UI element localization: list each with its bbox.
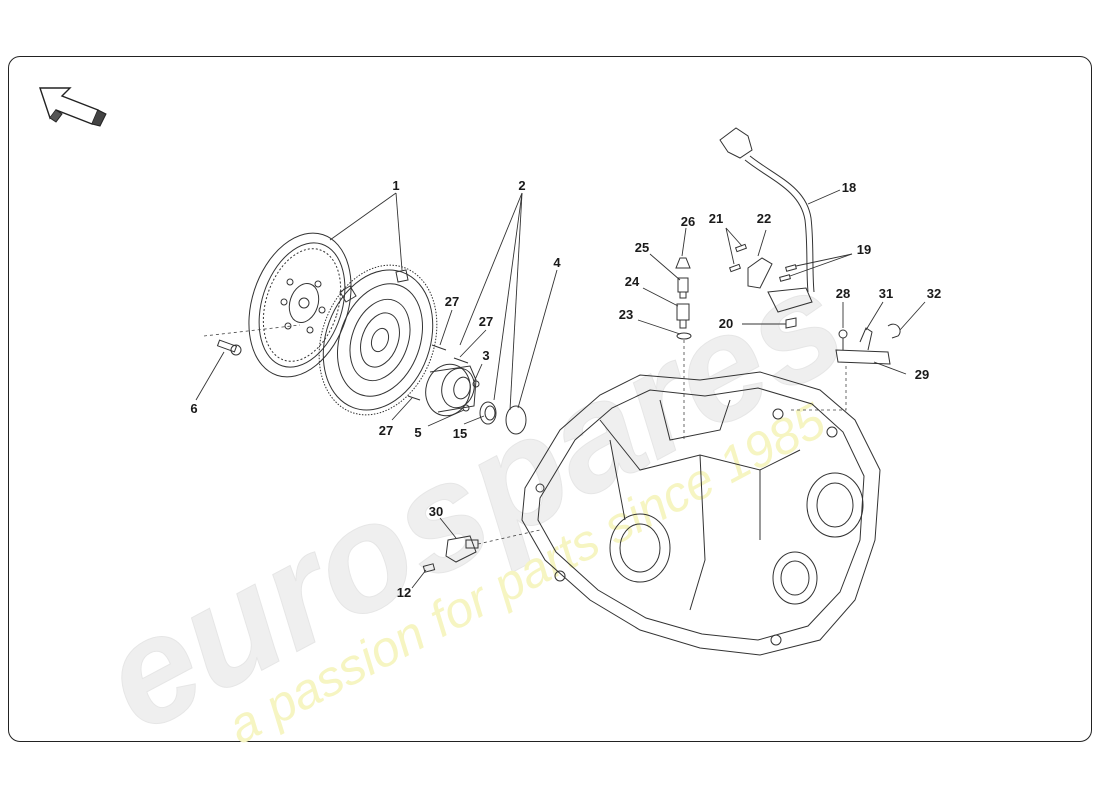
callout-28: 28 (836, 286, 850, 301)
callout-21: 21 (709, 211, 723, 226)
seal-15 (479, 401, 497, 425)
callout-20: 20 (719, 316, 733, 331)
callout-32: 32 (927, 286, 941, 301)
o-ring-4 (505, 405, 527, 435)
callout-26: 26 (681, 214, 695, 229)
callout-22: 22 (757, 211, 771, 226)
release-bearing (425, 363, 477, 417)
callout-18: 18 (842, 180, 856, 195)
callout-2: 2 (518, 178, 525, 193)
speed-sensor (422, 529, 541, 573)
callout-24: 24 (625, 274, 640, 289)
callout-27-a: 27 (445, 294, 459, 309)
clutch-assembly (203, 232, 527, 435)
callout-30: 30 (429, 504, 443, 519)
diagram-frame (8, 56, 1092, 742)
callout-3: 3 (482, 348, 489, 363)
callout-1: 1 (392, 178, 399, 193)
callout-19: 19 (857, 242, 871, 257)
callout-4: 4 (553, 255, 561, 270)
callout-27-c: 27 (379, 423, 393, 438)
callout-15: 15 (453, 426, 467, 441)
callout-6: 6 (190, 401, 197, 416)
callout-29: 29 (915, 367, 929, 382)
callout-labels: 1 2 4 27 27 3 6 27 5 15 26 25 24 23 21 2… (190, 178, 941, 600)
flywheel-rear (248, 232, 352, 378)
back-arrow-icon[interactable] (39, 87, 107, 127)
callout-12: 12 (397, 585, 411, 600)
callout-23: 23 (619, 307, 633, 322)
ring-3 (472, 380, 480, 388)
callout-5: 5 (414, 425, 421, 440)
callout-31: 31 (879, 286, 893, 301)
sensor-stack (675, 257, 692, 440)
callout-27-b: 27 (479, 314, 493, 329)
ring-5 (462, 404, 470, 412)
gearbox-housing (521, 371, 881, 656)
bolts-27 (407, 344, 469, 401)
callout-25: 25 (635, 240, 649, 255)
flywheel-front (318, 264, 438, 416)
bracket-assembly (790, 323, 901, 411)
bolt-6 (216, 339, 242, 356)
leader-lines (195, 189, 926, 589)
